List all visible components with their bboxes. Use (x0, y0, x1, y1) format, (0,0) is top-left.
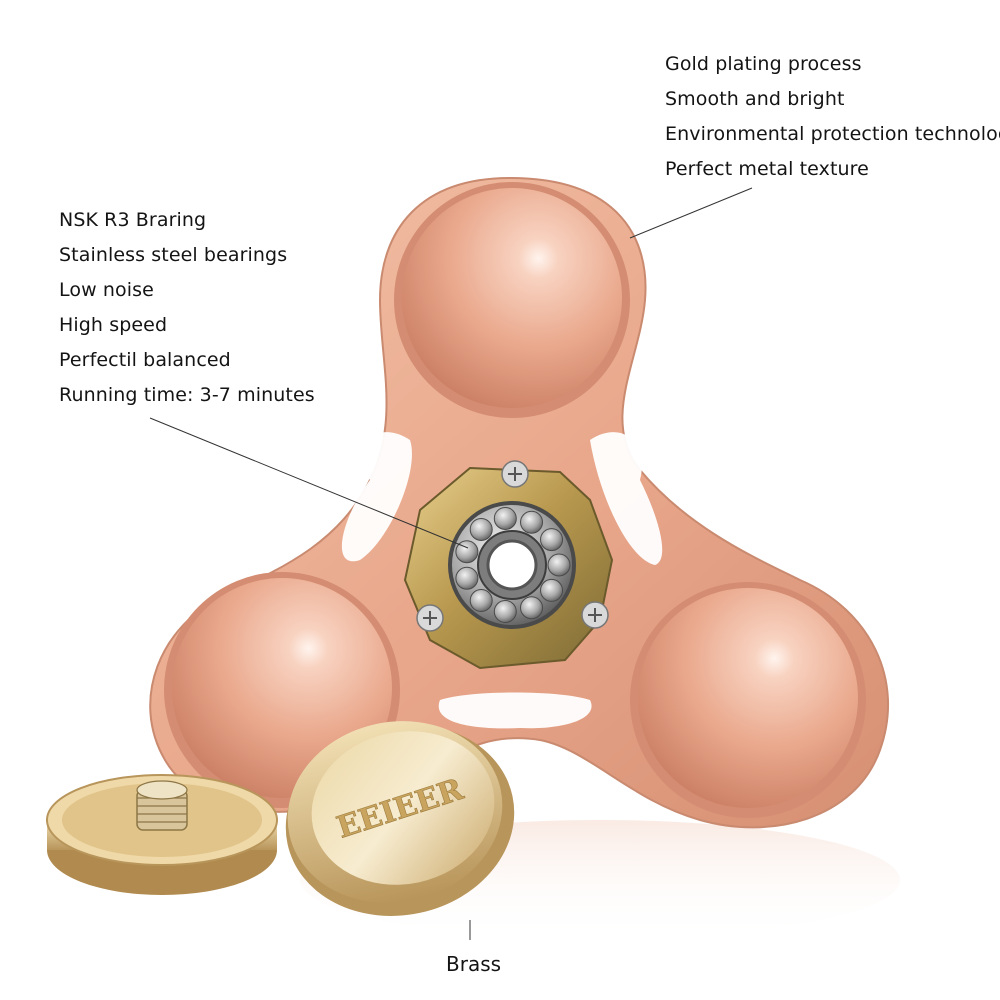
plating-leader-line (629, 187, 753, 239)
plating-features-list: Gold plating process Smooth and bright E… (665, 53, 1000, 193)
material-label: Brass (446, 952, 502, 976)
bearing-ball (520, 596, 544, 620)
bearing-feature-6: Running time: 3-7 minutes (59, 384, 315, 406)
bearing-ball (469, 589, 493, 613)
bearing-ball (520, 510, 544, 534)
brand-cap: EEIEER (285, 721, 515, 916)
bearing-ball (493, 600, 517, 624)
bearing-ball (455, 540, 479, 564)
bearing-ball (540, 578, 564, 602)
bearing-ball (469, 517, 493, 541)
bearing-feature-4: High speed (59, 314, 168, 336)
bearing-feature-3: Low noise (59, 279, 154, 301)
plating-feature-4: Perfect metal texture (665, 158, 869, 180)
bearing-ball (455, 566, 479, 590)
plating-feature-2: Smooth and bright (665, 88, 845, 110)
bearing-feature-5: Perfectil balanced (59, 349, 231, 371)
bearing-features-list: NSK R3 Braring Stainless steel bearings … (59, 209, 315, 419)
bearing-ball (547, 553, 571, 577)
bearing-leader-line (149, 417, 469, 549)
cap-with-screw (46, 774, 278, 895)
bearing-feature-1: NSK R3 Braring (59, 209, 207, 231)
plating-feature-3: Environmental protection technology (665, 123, 1000, 145)
ball-bearing (448, 501, 576, 629)
bearing-ball (493, 506, 517, 530)
bearing-ball (540, 528, 564, 552)
plating-feature-1: Gold plating process (665, 53, 862, 75)
bearing-feature-2: Stainless steel bearings (59, 244, 288, 266)
